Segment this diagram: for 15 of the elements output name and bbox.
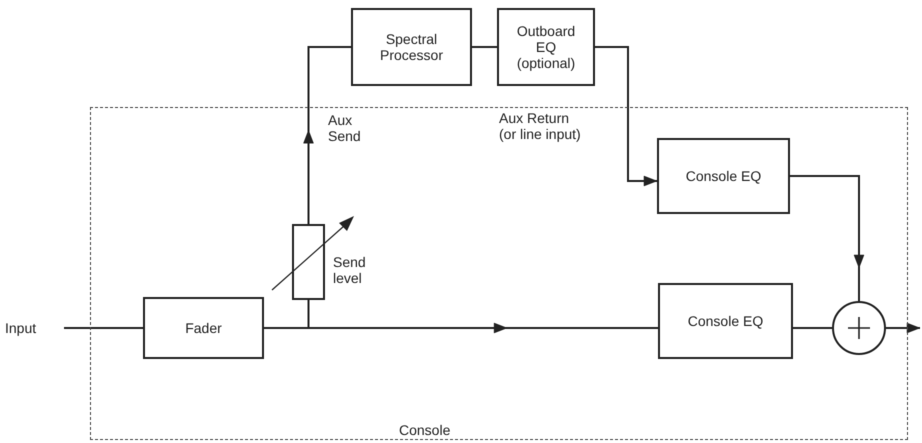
box-label: Spectral Processor bbox=[378, 30, 444, 64]
console-boundary bbox=[90, 107, 908, 440]
box-label: Fader bbox=[185, 320, 222, 336]
process-box bbox=[657, 138, 790, 214]
process-box bbox=[497, 8, 595, 86]
box-label: Outboard EQ (optional) bbox=[516, 22, 576, 72]
box-label: Console EQ bbox=[686, 168, 762, 184]
process-box bbox=[351, 8, 472, 86]
resistor-symbol bbox=[292, 224, 325, 300]
process-box bbox=[658, 283, 793, 359]
group-label: Console bbox=[399, 422, 450, 438]
summing-circle bbox=[832, 301, 886, 355]
box-label: Console EQ bbox=[688, 312, 764, 330]
input-label: Input bbox=[5, 318, 51, 338]
process-box bbox=[143, 297, 264, 359]
